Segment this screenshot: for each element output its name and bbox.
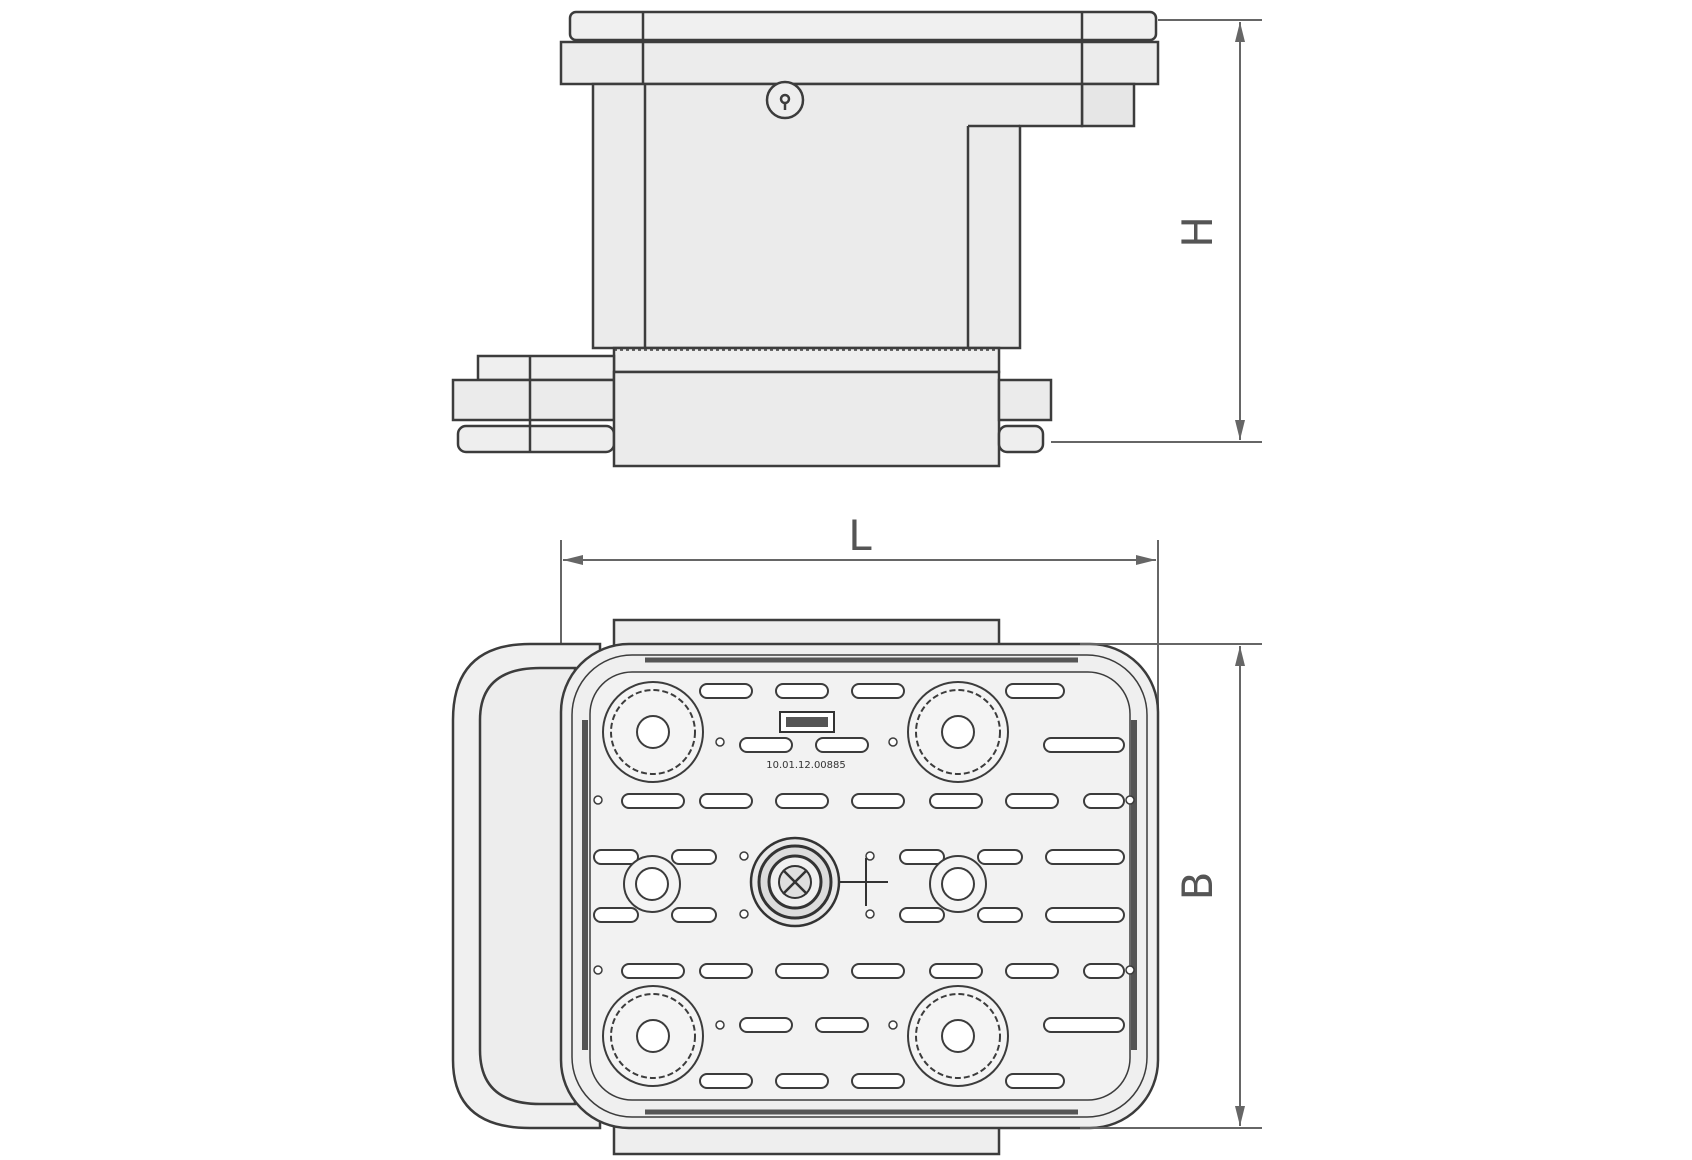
top-plate-field — [589, 671, 1131, 1101]
slot — [775, 963, 829, 979]
side-right-step — [1080, 82, 1136, 128]
slot — [1045, 907, 1125, 923]
slot — [775, 1073, 829, 1089]
cup-top-left — [602, 681, 704, 783]
slot — [1005, 793, 1059, 809]
top-view — [451, 618, 1160, 1156]
slot — [851, 793, 905, 809]
slot — [899, 907, 945, 923]
dimension-b-label: B — [1173, 872, 1222, 901]
side-body — [591, 82, 1084, 350]
slot — [739, 1017, 793, 1033]
slot — [1043, 1017, 1125, 1033]
side-base — [612, 370, 1001, 468]
slot — [671, 907, 717, 923]
slot — [1005, 683, 1065, 699]
side-view — [451, 10, 1160, 468]
slot — [1005, 1073, 1065, 1089]
side-left-tab — [476, 354, 616, 382]
cup-bottom-right — [907, 985, 1009, 1087]
slot-grid — [593, 683, 1125, 1089]
marking: 10.01.12.00885 — [766, 711, 846, 771]
side-top-flange — [559, 40, 1160, 86]
slot — [851, 683, 905, 699]
slot — [593, 907, 639, 923]
slot — [699, 683, 753, 699]
slot — [699, 793, 753, 809]
part-number: 10.01.12.00885 — [766, 760, 846, 771]
cup-bottom-left — [602, 985, 704, 1087]
side-left-foot — [451, 378, 616, 422]
corner-cups — [602, 681, 1009, 1087]
slot — [739, 737, 793, 753]
side-screw — [765, 80, 805, 120]
slot — [977, 907, 1023, 923]
center-valve — [749, 836, 888, 928]
top-plate-inner — [571, 654, 1148, 1118]
side-top-plate — [568, 10, 1158, 42]
slot — [699, 963, 753, 979]
dimension-h — [1051, 19, 1262, 443]
side-separation — [612, 346, 1001, 374]
dot-holes — [593, 737, 1135, 1030]
dimension-h-label: H — [1173, 216, 1222, 248]
slot — [851, 1073, 905, 1089]
slot — [1045, 849, 1125, 865]
middle-cups — [623, 855, 987, 913]
slot — [977, 849, 1023, 865]
dimension-b — [1080, 643, 1262, 1129]
slot — [851, 963, 905, 979]
slot — [1083, 963, 1125, 979]
slot — [621, 963, 685, 979]
slot — [775, 793, 829, 809]
slot — [621, 793, 685, 809]
side-right-flange — [997, 378, 1053, 422]
slot — [593, 849, 639, 865]
slot — [815, 737, 869, 753]
slot — [1043, 737, 1125, 753]
side-right-seal — [997, 424, 1045, 454]
slot — [929, 963, 983, 979]
slot — [775, 683, 829, 699]
slot — [899, 849, 945, 865]
side-left-seal — [456, 424, 616, 454]
slot — [1005, 963, 1059, 979]
slot — [699, 1073, 753, 1089]
slot — [815, 1017, 869, 1033]
slot — [929, 793, 983, 809]
cup-top-right — [907, 681, 1009, 783]
slot — [671, 849, 717, 865]
dimension-l-label: L — [848, 511, 872, 560]
slot — [1083, 793, 1125, 809]
